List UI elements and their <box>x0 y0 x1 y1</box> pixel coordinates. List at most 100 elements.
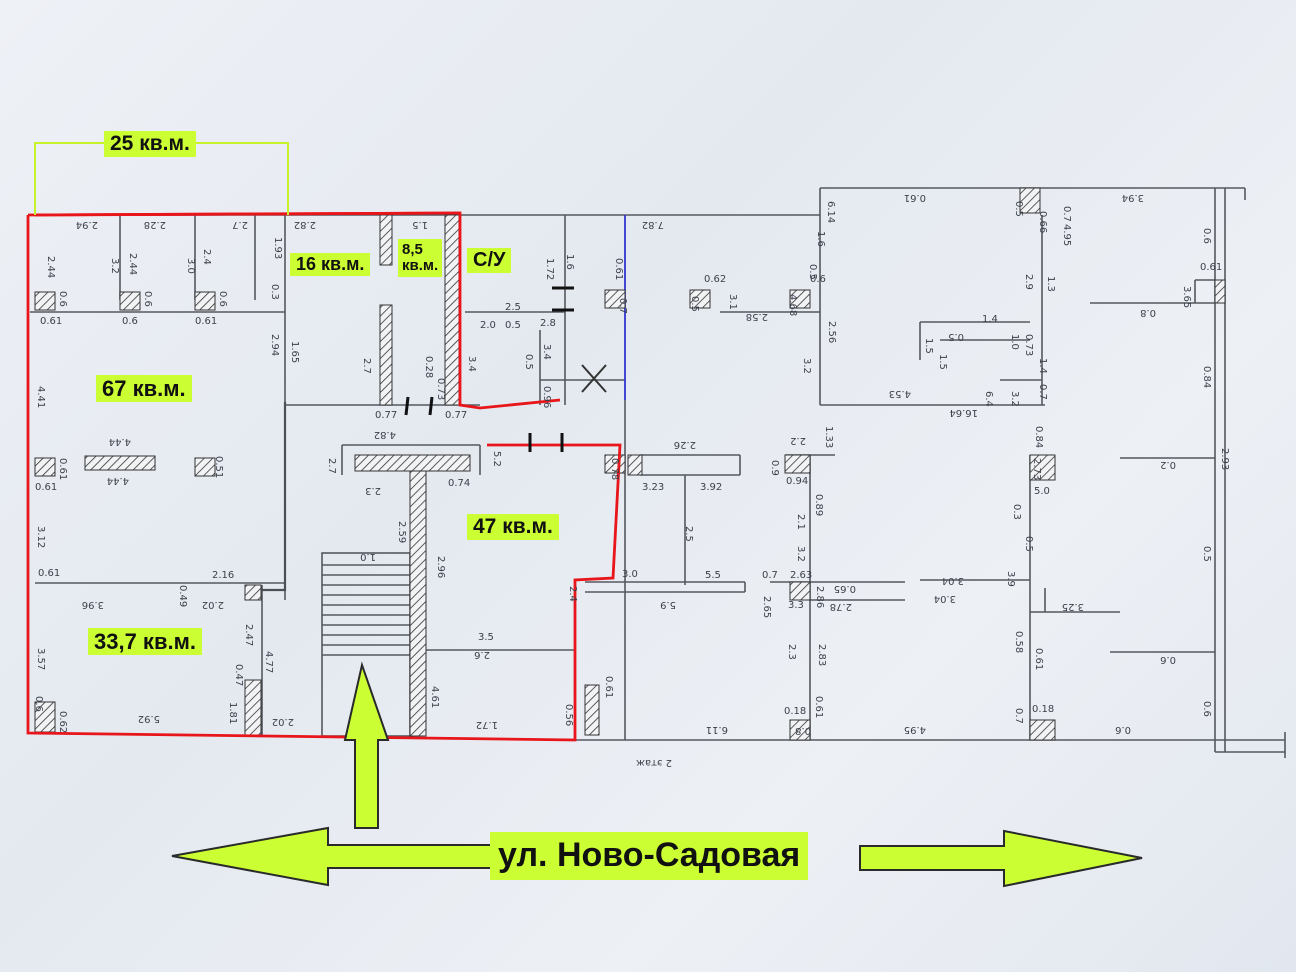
dim-d32: 0.49 <box>177 585 188 607</box>
dim-d39: 0.62 <box>57 711 68 733</box>
dim-d84: 0.61 <box>613 258 624 280</box>
dim-d21: 1.65 <box>289 341 300 363</box>
label-67: 67 кв.м. <box>96 375 192 403</box>
dim-d74: 3.23 <box>642 482 664 493</box>
dim-d57: 0.5 <box>523 354 534 370</box>
dim-d87: 0.61 <box>904 192 926 203</box>
dim-d70: 0.56 <box>563 704 574 726</box>
dim-d125: 2.2 <box>790 435 806 446</box>
dim-d64: 5.2 <box>491 451 502 467</box>
dim-d23: 4.44 <box>109 436 131 447</box>
partition-wall <box>262 402 287 592</box>
dim-d146: 3.9 <box>1005 571 1016 587</box>
dim-d75: 2.26 <box>674 439 696 450</box>
dim-d37: 3.57 <box>35 648 46 670</box>
dim-d108: 1.3 <box>1045 276 1056 292</box>
dim-d140: 2.86 <box>814 586 825 608</box>
dim-d10: 3.0 <box>185 258 196 274</box>
label-8-5-line1: 8,5 <box>402 241 423 258</box>
dim-d96: 0.8 <box>1140 307 1156 318</box>
dim-d80: 5.9 <box>660 599 676 610</box>
dim-d45: 4.82 <box>374 429 396 440</box>
dim-d52: 2.5 <box>505 302 521 313</box>
dim-d14: 0.6 <box>142 291 153 307</box>
dim-d115: 3.2 <box>1009 391 1020 407</box>
dim-d40: 5.92 <box>138 713 160 724</box>
dim-d26: 4.44 <box>107 475 129 486</box>
dim-d148: 2.3 <box>786 644 797 660</box>
dim-d102: 3.1 <box>727 294 738 310</box>
dim-d29: 0.61 <box>38 568 60 579</box>
dim-d17: 0.61 <box>40 316 62 327</box>
dim-d109: 1.4 <box>982 314 998 325</box>
dim-d117: 1.5 <box>923 338 934 354</box>
street-arrows <box>171 661 1143 888</box>
dim-d66: 3.5 <box>478 632 494 643</box>
label-25: 25 кв.м. <box>104 131 196 158</box>
dim-d5: 1.5 <box>412 219 428 230</box>
dim-d9: 2.44 <box>127 253 138 275</box>
dim-d147: 3.25 <box>1062 601 1084 612</box>
dim-d104: 2.58 <box>746 311 768 322</box>
dim-d73: 0.78 <box>609 458 620 480</box>
dim-d30: 2.16 <box>212 570 234 581</box>
dim-d145: 3.04 <box>934 593 956 604</box>
dim-d76: 3.92 <box>700 482 722 493</box>
dim-d13: 0.6 <box>57 291 68 307</box>
dim-d58: 0.96 <box>541 386 552 408</box>
dim-d156: 0.8 <box>795 725 811 736</box>
dim-d41: 1.81 <box>227 702 238 724</box>
rented-area-boundary <box>26 211 622 742</box>
cross-mark <box>581 364 607 393</box>
dim-d99: 0.6 <box>810 274 826 285</box>
dim-d98: 0.5 <box>807 264 818 280</box>
dim-d118: 1.5 <box>937 354 948 370</box>
dim-d81: 6.11 <box>706 724 728 735</box>
dim-d27: 0.61 <box>35 482 57 493</box>
dim-d62: 1.0 <box>360 551 376 562</box>
dim-d90: 0.7 <box>1061 206 1072 222</box>
dim-d46: 2.7 <box>361 358 372 374</box>
dim-d51: 1.6 <box>564 254 575 270</box>
arrow-up-icon <box>343 661 390 829</box>
dim-d124: 2.93 <box>1219 448 1230 470</box>
dim-d20: 2.94 <box>269 334 280 356</box>
dim-d34: 2.47 <box>243 624 254 646</box>
dim-d24: 0.61 <box>57 458 68 480</box>
dim-d129: 2.1 <box>795 514 806 530</box>
dim-d36: 0.47 <box>233 664 244 686</box>
door-marks <box>404 286 574 452</box>
dim-d106: 3.2 <box>801 358 812 374</box>
dim-d142: 0.65 <box>834 583 856 594</box>
dim-d63: 0.74 <box>448 478 470 489</box>
dim-d38: 0.6 <box>33 696 44 712</box>
dim-d92: 3.94 <box>1122 192 1144 203</box>
dim-d139: 2.63 <box>790 570 812 581</box>
dim-d71: 2.4 <box>567 586 578 602</box>
dim-d135: 0.5 <box>1023 536 1034 552</box>
dim-d119: 4.53 <box>889 388 911 399</box>
dim-d155: 0.18 <box>784 706 806 717</box>
dim-d136: 0.5 <box>1201 546 1212 562</box>
dim-d18: 0.6 <box>122 316 138 327</box>
dim-d95: 3.65 <box>1181 286 1192 308</box>
dim-d50: 1.72 <box>544 258 555 280</box>
dim-d8: 3.2 <box>109 258 120 274</box>
dim-d68: 4.61 <box>429 686 440 708</box>
dim-d130: 3.2 <box>795 546 806 562</box>
label-8-5-line2: кв.м. <box>402 256 439 274</box>
arrow-right-icon <box>859 829 1143 888</box>
dim-d6: 7.82 <box>642 219 664 230</box>
dim-d53: 2.0 <box>480 320 496 331</box>
dim-d56: 3.4 <box>541 344 552 360</box>
dim-d91: 4.95 <box>1061 224 1072 246</box>
dim-d54: 0.5 <box>505 320 521 331</box>
dim-d11: 2.4 <box>201 249 212 265</box>
dim-d61: 2.59 <box>396 521 407 543</box>
floor-note: 2 этаж <box>636 757 672 768</box>
dim-d126: 0.9 <box>769 460 780 476</box>
dim-d59: 2.7 <box>326 458 337 474</box>
dim-d93: 0.6 <box>1201 228 1212 244</box>
